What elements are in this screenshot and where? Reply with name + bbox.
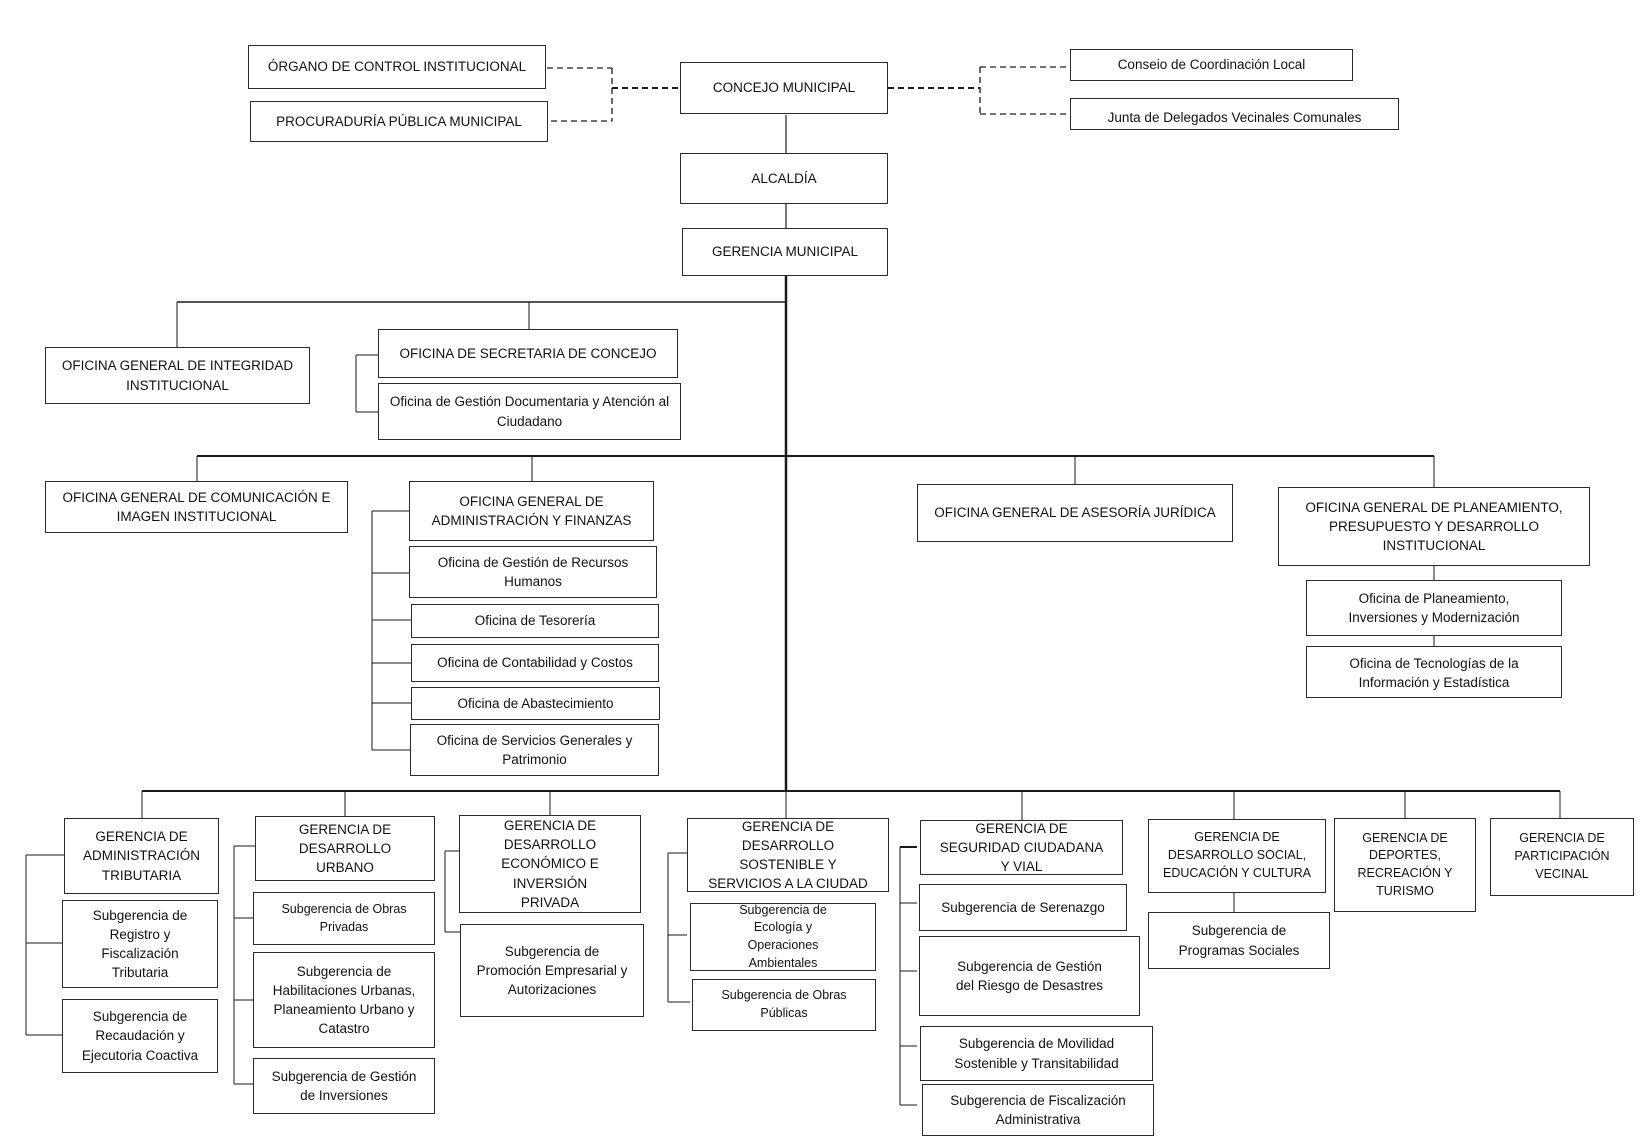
subgerencia-inversiones-box: Subgerencia de Gestión de Inversiones (253, 1058, 435, 1114)
gerencia-sostenible-box: GERENCIA DE DESARROLLO SOSTENIBLE Y SERV… (687, 818, 889, 892)
subgerencia-ecologia-box: Subgerencia de Ecología y Operaciones Am… (690, 903, 876, 971)
oficina-administracion-box: OFICINA GENERAL DE ADMINISTRACIÓN Y FINA… (409, 481, 654, 541)
subgerencia-registro-box: Subgerencia de Registro y Fiscalización … (62, 900, 218, 988)
oficina-abastecimiento-box: Oficina de Abastecimiento (411, 687, 660, 720)
organo-control-box: ÓRGANO DE CONTROL INSTITUCIONAL (248, 45, 546, 89)
gerencia-deportes-box: GERENCIA DE DEPORTES, RECREACIÓN Y TURIS… (1334, 818, 1476, 912)
gerencia-vecinal-box: GERENCIA DE PARTICIPACIÓN VECINAL (1490, 818, 1634, 896)
oficina-planeamiento-inversiones-box: Oficina de Planeamiento, Inversiones y M… (1306, 580, 1562, 636)
procuraduria-box: PROCURADURÍA PÚBLICA MUNICIPAL (250, 101, 548, 142)
oficina-secretaria-box: OFICINA DE SECRETARIA DE CONCEJO (378, 329, 678, 378)
oficina-comunicacion-box: OFICINA GENERAL DE COMUNICACIÓN E IMAGEN… (45, 481, 348, 533)
subgerencia-recaudacion-box: Subgerencia de Recaudación y Ejecutoria … (62, 999, 218, 1073)
gerencia-social-box: GERENCIA DE DESARROLLO SOCIAL, EDUCACIÓN… (1148, 819, 1326, 893)
oficina-asesoria-juridica-box: OFICINA GENERAL DE ASESORÍA JURÍDICA (917, 484, 1233, 542)
subgerencia-obras-publicas-box: Subgerencia de Obras Públicas (692, 979, 876, 1031)
subgerencia-obras-privadas-box: Subgerencia de Obras Privadas (253, 892, 435, 945)
oficina-rrhh-box: Oficina de Gestión de Recursos Humanos (409, 546, 657, 598)
junta-delegados-box: Junta de Delegados Vecinales Comunales (1070, 98, 1399, 130)
oficina-planeamiento-box: OFICINA GENERAL DE PLANEAMIENTO, PRESUPU… (1278, 487, 1590, 566)
oficina-integridad-box: OFICINA GENERAL DE INTEGRIDAD INSTITUCIO… (45, 347, 310, 404)
subgerencia-habilitaciones-box: Subgerencia de Habilitaciones Urbanas, P… (253, 952, 435, 1048)
subgerencia-fiscalizacion-box: Subgerencia de Fiscalización Administrat… (922, 1084, 1154, 1136)
subgerencia-riesgo-box: Subgerencia de Gestión del Riesgo de Des… (919, 936, 1140, 1016)
consejo-coordinacion-box: Conseio de Coordinación Local (1070, 49, 1353, 81)
oficina-tesoreria-box: Oficina de Tesorería (411, 604, 659, 638)
oficina-tecnologias-box: Oficina de Tecnologías de la Información… (1306, 646, 1562, 698)
gerencia-economico-box: GERENCIA DE DESARROLLO ECONÓMICO E INVER… (459, 815, 641, 913)
oficina-contabilidad-box: Oficina de Contabilidad y Costos (411, 644, 659, 682)
subgerencia-programas-box: Subgerencia de Programas Sociales (1148, 912, 1330, 969)
oficina-servicios-generales-box: Oficina de Servicios Generales y Patrimo… (410, 724, 659, 776)
gerencia-urbano-box: GERENCIA DE DESARROLLO URBANO (255, 816, 435, 881)
gerencia-seguridad-box: GERENCIA DE SEGURIDAD CIUDADANA Y VIAL (920, 820, 1123, 875)
subgerencia-serenazgo-box: Subgerencia de Serenazgo (919, 884, 1127, 931)
subgerencia-movilidad-box: Subgerencia de Movilidad Sostenible y Tr… (920, 1026, 1153, 1081)
concejo-municipal-box: CONCEJO MUNICIPAL (680, 62, 888, 114)
gerencia-tributaria-box: GERENCIA DE ADMINISTRACIÓN TRIBUTARIA (64, 818, 219, 894)
alcaldia-box: ALCALDÍA (680, 153, 888, 204)
gerencia-municipal-box: GERENCIA MUNICIPAL (682, 228, 888, 276)
oficina-gestion-documentaria-box: Oficina de Gestión Documentaria y Atenci… (378, 383, 681, 440)
subgerencia-promocion-box: Subgerencia de Promoción Empresarial y A… (460, 924, 644, 1017)
